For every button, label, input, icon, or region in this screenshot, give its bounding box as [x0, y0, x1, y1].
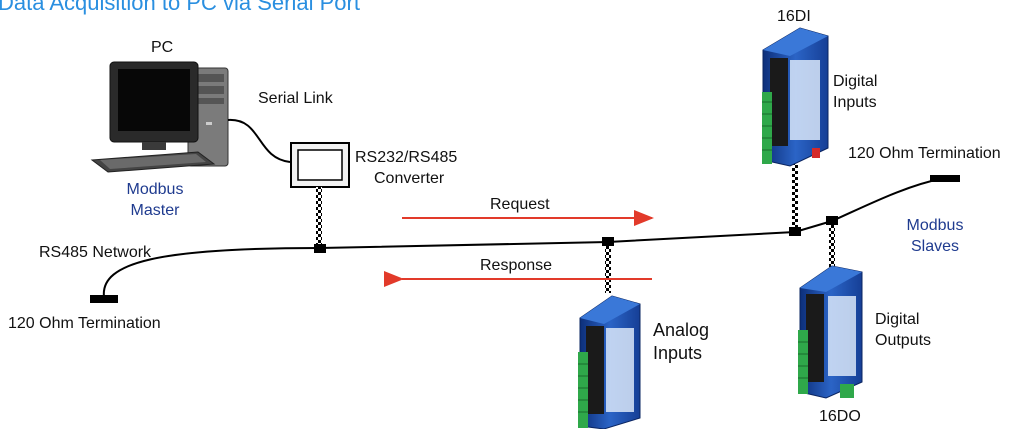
pc-workstation — [90, 61, 229, 173]
converter-label-line2: Converter — [374, 170, 445, 187]
analog-inputs-line2: Inputs — [653, 343, 703, 363]
modbus-slaves-line1: Modbus — [906, 217, 964, 234]
junction-16do — [826, 216, 838, 225]
analog-drop — [605, 243, 611, 293]
module-16di-name: 16DI — [777, 8, 811, 25]
module-16do-line2: Outputs — [875, 332, 932, 349]
module-16di-line2: Inputs — [833, 94, 877, 111]
modbus-master-line1: Modbus — [126, 181, 184, 198]
rs485-network-label: RS485 Network — [39, 244, 152, 261]
rs485-bus — [102, 177, 945, 298]
serial-cable — [227, 118, 291, 163]
junction-16di — [789, 227, 801, 236]
analog-inputs-line1: Analog — [653, 320, 710, 340]
junction-analog — [602, 237, 614, 246]
termination-right-label: 120 Ohm Termination — [848, 145, 1001, 162]
termination-right-resistor — [930, 175, 960, 182]
termination-left-label: 120 Ohm Termination — [8, 315, 161, 332]
module-16do-line1: Digital — [875, 311, 920, 328]
junction-converter — [314, 244, 326, 253]
module-16di-line1: Digital — [833, 73, 878, 90]
modbus-slaves-line2: Slaves — [910, 238, 960, 255]
converter-drop — [316, 187, 322, 245]
diagram-title: Data Acquisition to PC via Serial Port — [0, 0, 360, 15]
modbus-master-line2: Master — [130, 202, 180, 219]
serial-link-label: Serial Link — [258, 90, 333, 107]
rs232-rs485-converter — [290, 142, 350, 188]
module-16do-name: 16DO — [819, 408, 861, 425]
module-16di — [762, 27, 829, 167]
termination-left-resistor — [90, 295, 118, 303]
module-analog-inputs — [578, 295, 641, 429]
module-16do — [798, 265, 863, 399]
pc-label: PC — [151, 39, 174, 56]
converter-label-line1: RS232/RS485 — [355, 149, 458, 166]
do-drop — [829, 224, 835, 274]
response-label: Response — [480, 257, 553, 274]
di-drop — [792, 160, 798, 230]
request-label: Request — [490, 196, 550, 213]
